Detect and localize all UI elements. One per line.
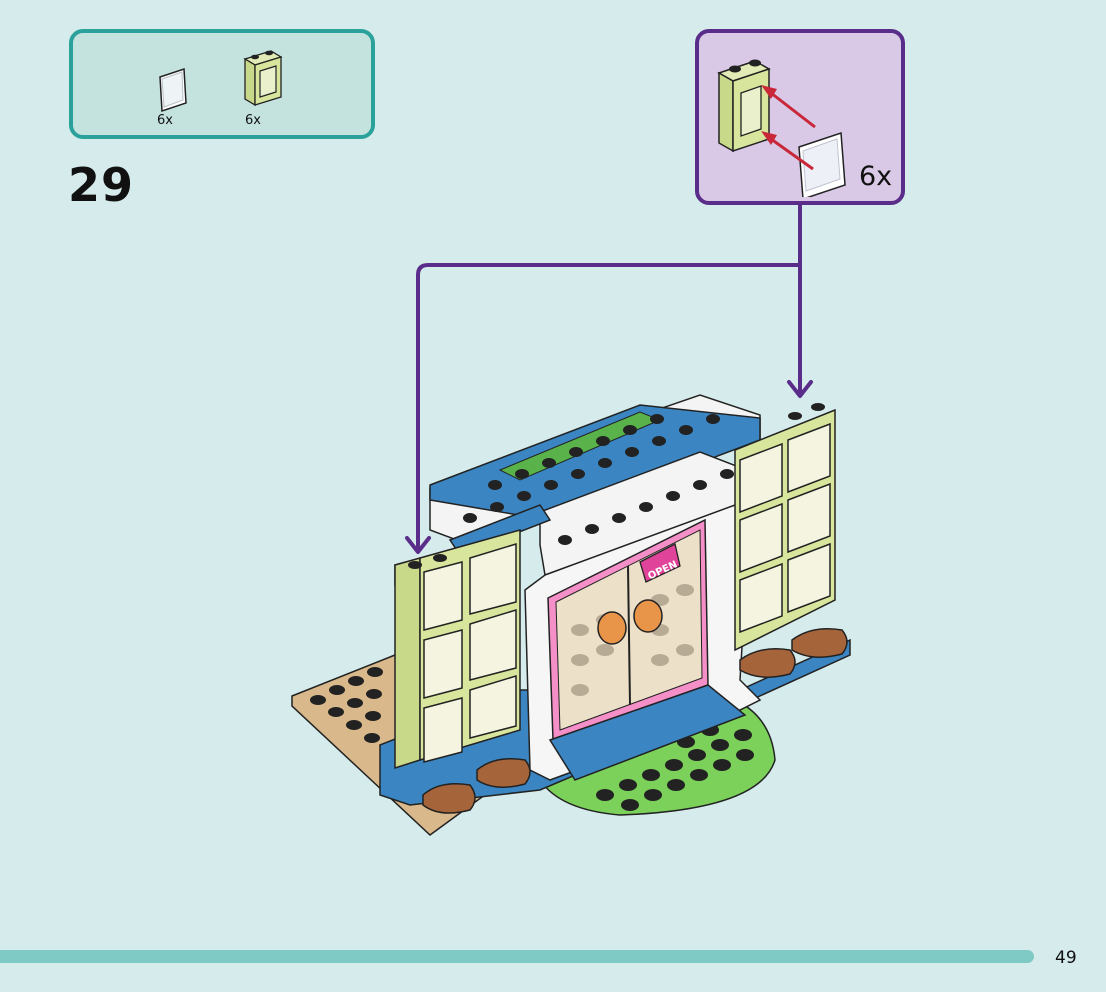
footer-bar: [0, 950, 1034, 963]
right-window-wall: [735, 410, 835, 650]
page-number: 49: [1055, 948, 1077, 968]
